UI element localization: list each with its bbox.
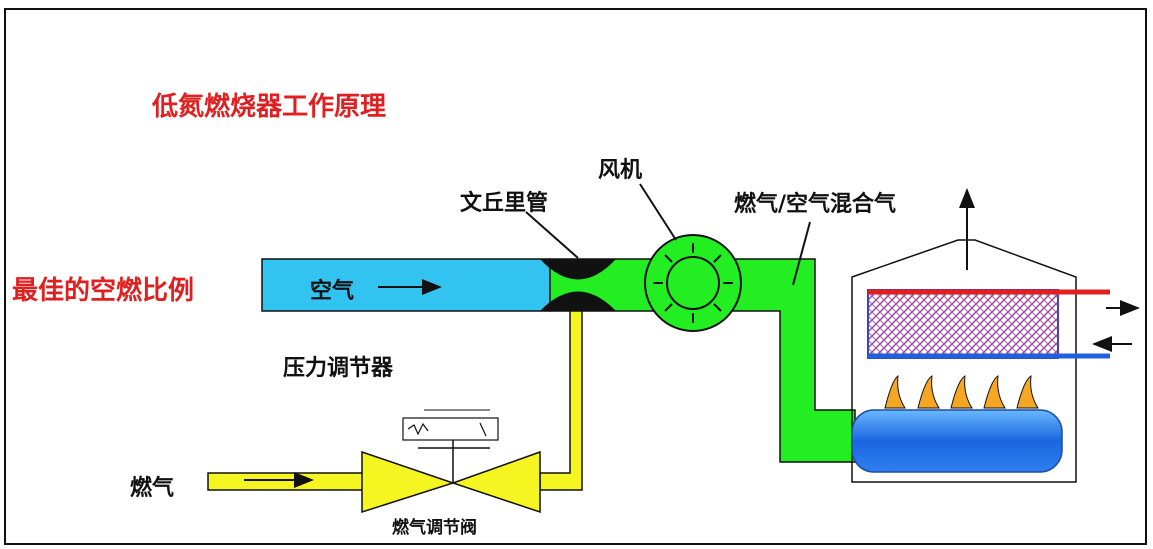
air-label: 空气 xyxy=(310,279,355,304)
burner xyxy=(851,409,1063,473)
mixture-label: 燃气/空气混合气 xyxy=(734,192,897,217)
gas-pipe-outlet xyxy=(539,310,583,491)
pressure-regulator xyxy=(402,409,499,441)
gas-pipe xyxy=(207,472,366,491)
venturi-bottom-lobe xyxy=(540,291,616,311)
fan-label: 风机 xyxy=(598,158,643,183)
gas-valve xyxy=(361,450,541,514)
fan xyxy=(644,234,742,332)
air-pipe xyxy=(261,258,551,312)
fan-leader xyxy=(639,183,677,241)
venturi-label: 文丘里管 xyxy=(460,191,549,216)
venturi-leader xyxy=(525,211,579,259)
regulator-label: 压力调节器 xyxy=(283,356,394,381)
heat-exchanger xyxy=(867,289,1110,359)
venturi-top-lobe xyxy=(540,259,616,280)
ratio-label: 最佳的空燃比例 xyxy=(12,276,195,306)
gas-label: 燃气 xyxy=(130,476,175,501)
valve-label: 燃气调节阀 xyxy=(392,518,477,538)
boiler-housing xyxy=(851,239,1077,483)
flames xyxy=(884,374,1039,409)
mix-leader xyxy=(792,221,811,286)
page-title: 低氮燃烧器工作原理 xyxy=(152,92,387,122)
